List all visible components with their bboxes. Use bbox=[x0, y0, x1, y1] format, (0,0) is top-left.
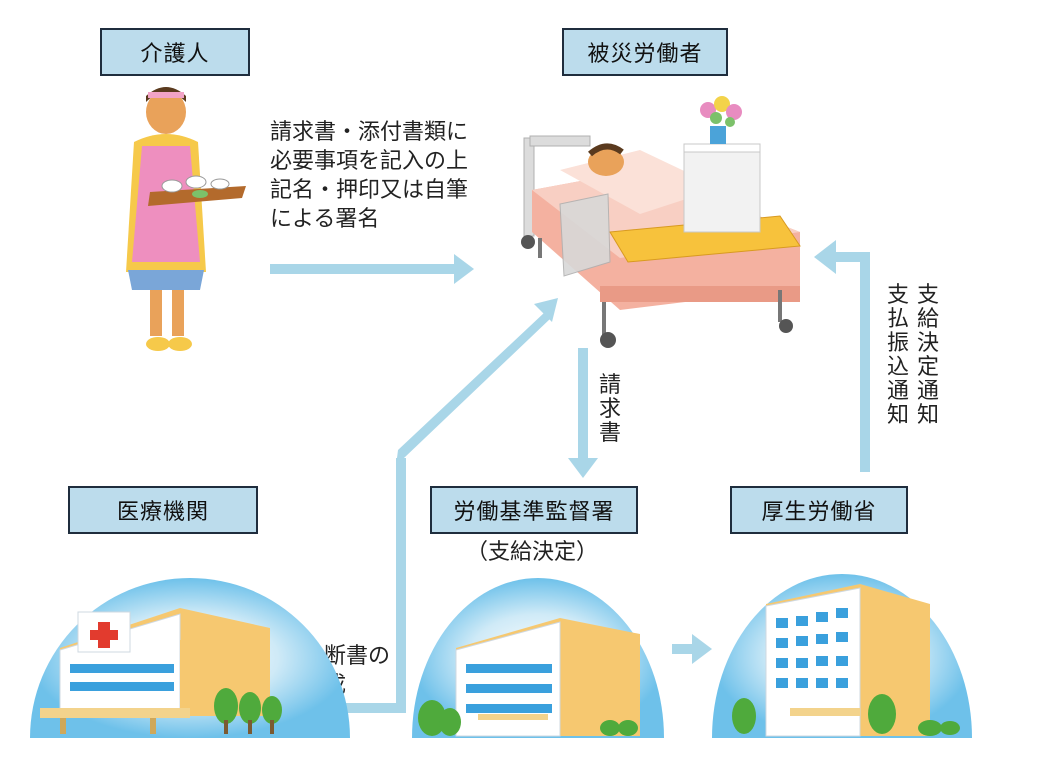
caregiver-to-worker-text: 請求書・添付書類に 必要事項を記入の上 記名・押印又は自筆 による署名 bbox=[270, 118, 468, 234]
caregiver-label: 介護人 bbox=[100, 28, 250, 76]
labor-office-sublabel: （支給決定） bbox=[466, 540, 599, 565]
flow-line-4: による署名 bbox=[270, 207, 380, 232]
bed-icon bbox=[521, 135, 801, 348]
flower-vase-icon bbox=[700, 96, 742, 144]
ministry-illustration bbox=[732, 584, 960, 737]
labor-office-illustration bbox=[418, 618, 640, 737]
payment-transfer-notice-text: 支払振込通知 bbox=[886, 283, 909, 428]
flow-line-3: 記名・押印又は自筆 bbox=[270, 178, 469, 203]
flow-arrows bbox=[270, 240, 870, 713]
flow-line-1: 請求書・添付書類に bbox=[270, 120, 469, 145]
tree-icon bbox=[732, 694, 960, 736]
medical-institution-label: 医療機関 bbox=[68, 486, 258, 534]
hospital-illustration bbox=[40, 608, 282, 734]
labor-office-label: 労働基準監督署 bbox=[430, 486, 638, 534]
payment-decision-notice-text: 支給決定通知 bbox=[916, 283, 939, 428]
ministry-label: 厚生労働省 bbox=[730, 486, 908, 534]
ministry-windows bbox=[776, 608, 848, 688]
tree-icon bbox=[418, 700, 638, 736]
tree-icon bbox=[214, 688, 282, 734]
caregiver-icon bbox=[126, 87, 246, 351]
flow-line-2: 必要事項を記入の上 bbox=[270, 149, 469, 174]
request-form-text: 請求書 bbox=[598, 373, 621, 446]
injured-worker-label: 被災労働者 bbox=[562, 28, 728, 76]
